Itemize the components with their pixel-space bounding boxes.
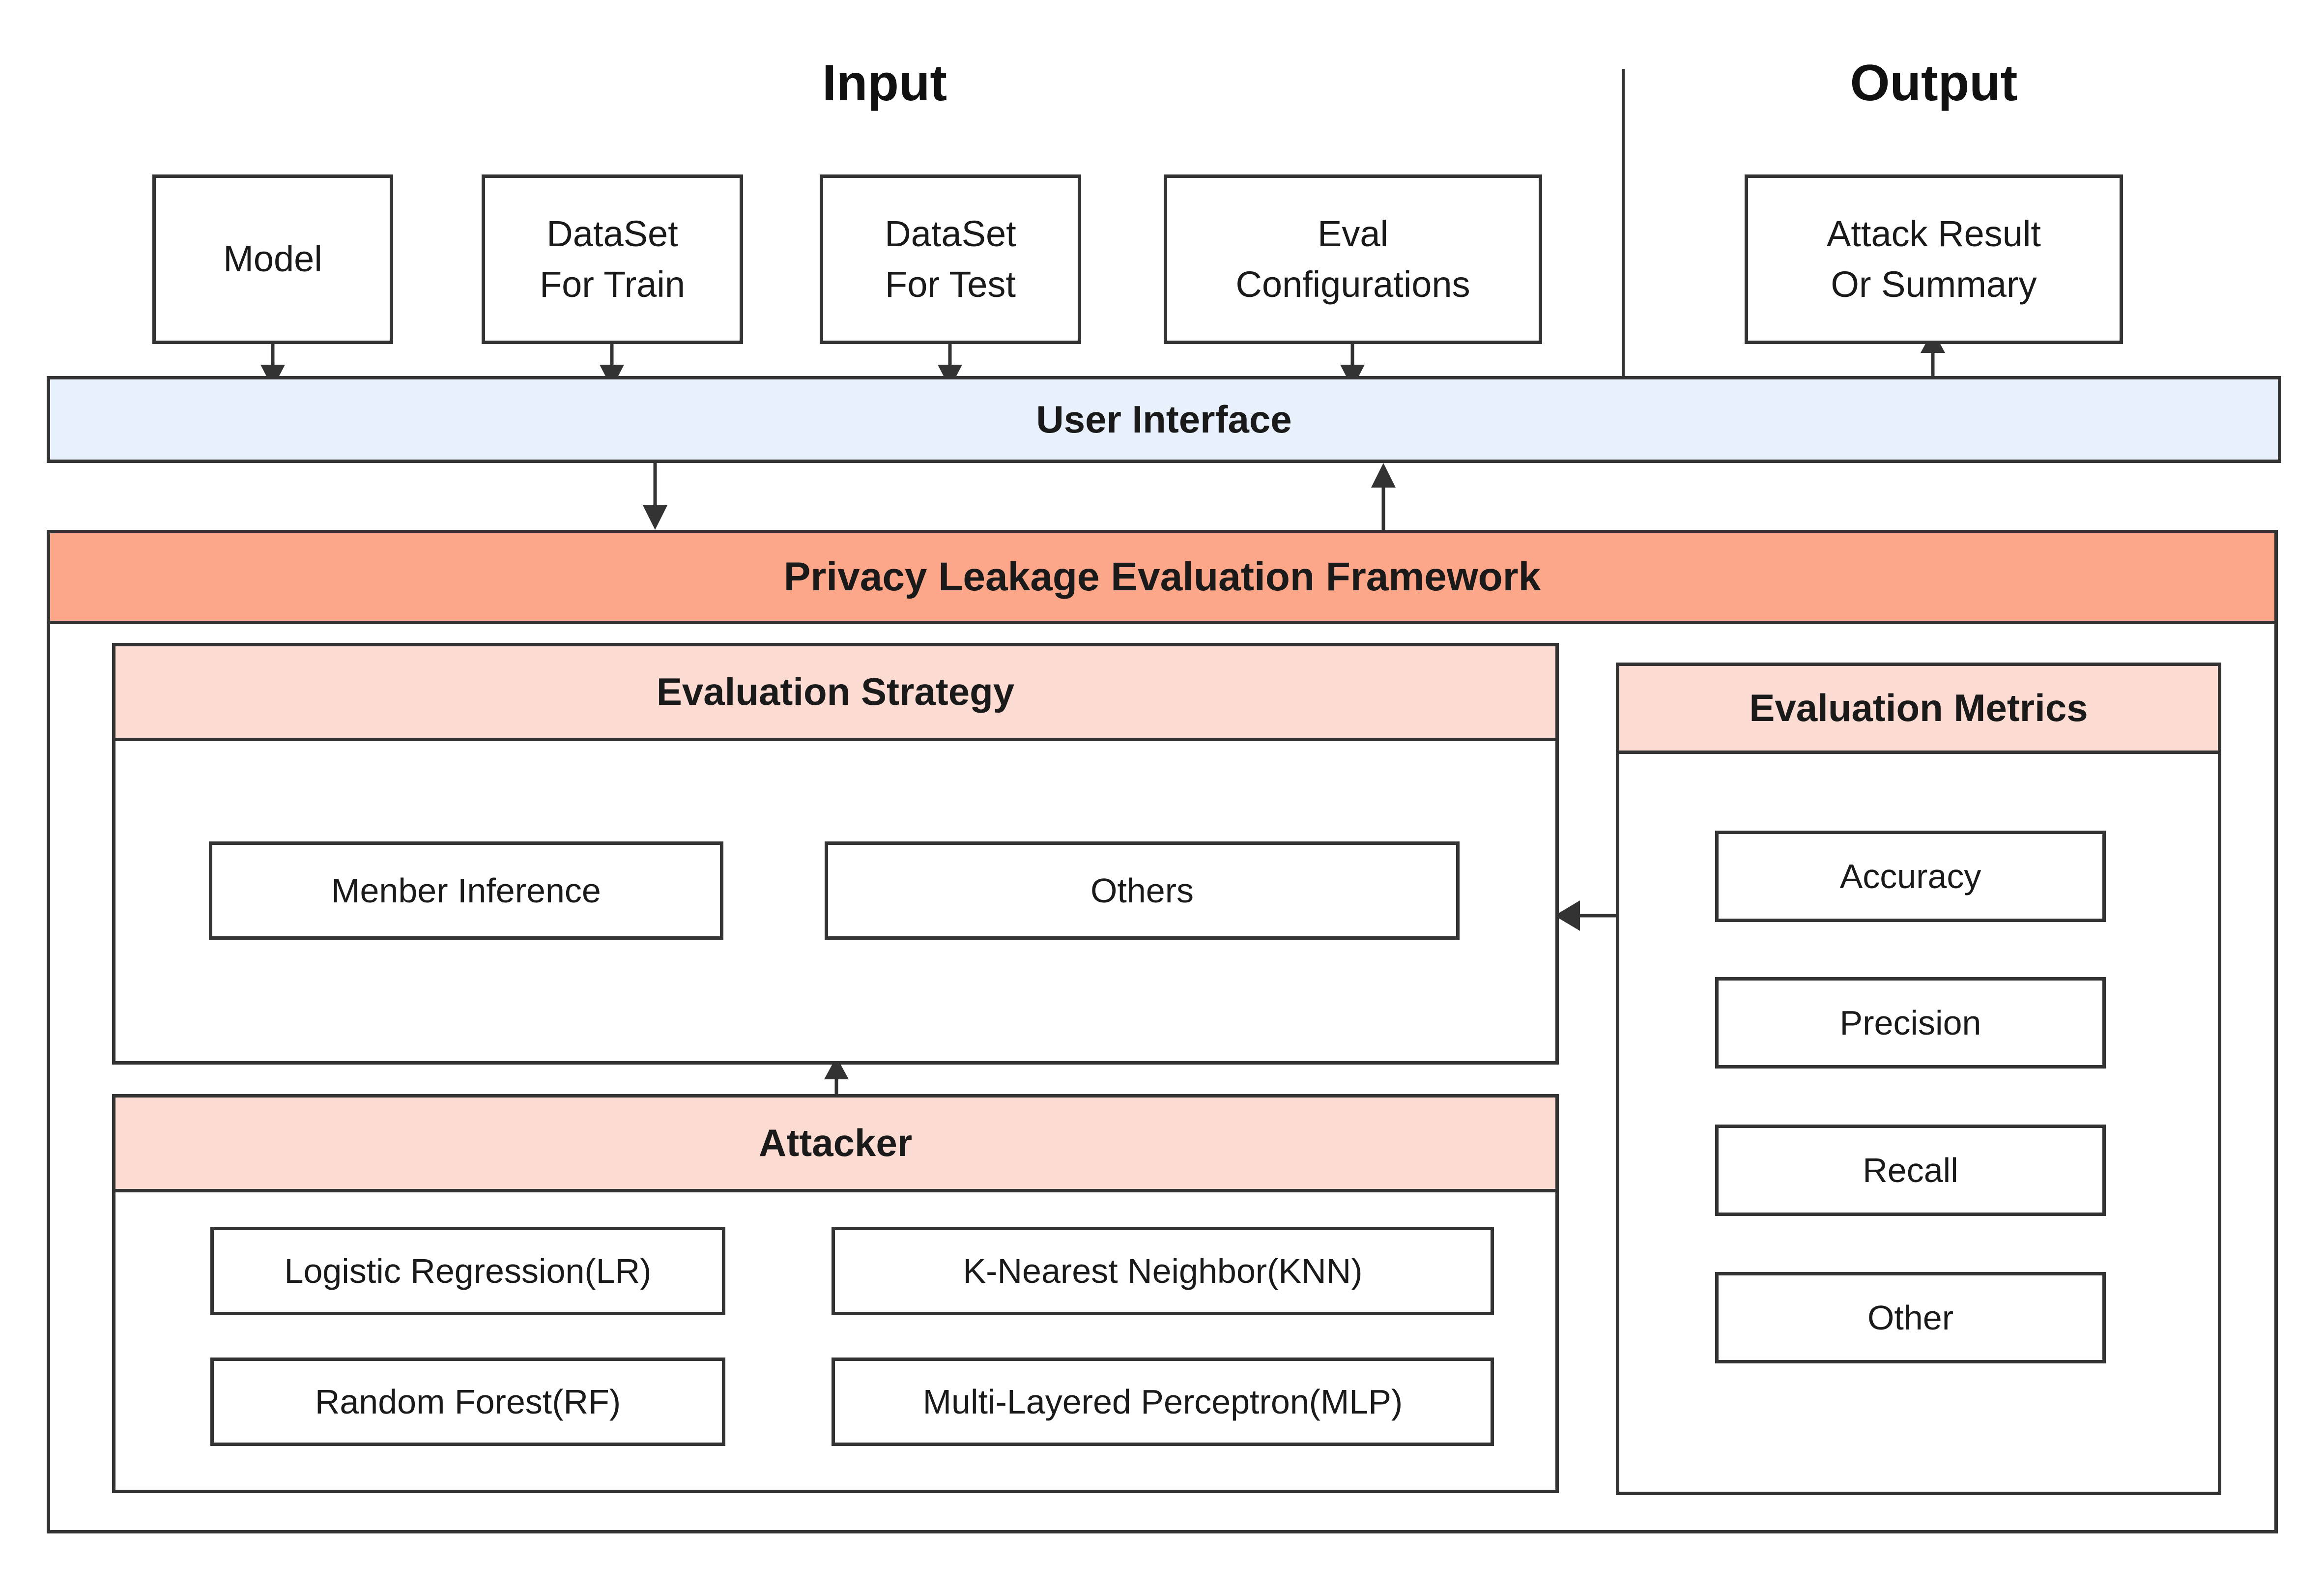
attacker-item-knn[interactable]: K-Nearest Neighbor(KNN) (832, 1227, 1494, 1315)
framework-band[interactable]: Privacy Leakage Evaluation Framework (47, 530, 2278, 624)
input-box-dataset-train-line2: For Train (539, 263, 686, 305)
user-interface-band[interactable]: User Interface (47, 376, 2281, 463)
input-box-model-label: Model (223, 238, 322, 280)
input-section-title: Input (822, 55, 947, 112)
attacker-item-logistic-regression[interactable]: Logistic Regression(LR) (210, 1227, 725, 1315)
arrow-ui-to-framework (643, 463, 667, 530)
evaluation-metrics-label: Evaluation Metrics (1749, 686, 2088, 730)
input-box-eval-configurations[interactable]: Eval Configurations (1164, 174, 1542, 344)
metric-item-precision-label: Precision (1839, 1003, 1981, 1042)
input-box-eval-configurations-line2: Configurations (1235, 263, 1470, 305)
strategy-item-others[interactable]: Others (825, 841, 1460, 940)
attacker-item-random-forest[interactable]: Random Forest(RF) (210, 1358, 725, 1446)
output-section-title: Output (1850, 55, 2018, 112)
metric-item-accuracy[interactable]: Accuracy (1715, 831, 2106, 922)
input-box-eval-configurations-line1: Eval (1318, 213, 1388, 255)
metric-item-other[interactable]: Other (1715, 1272, 2106, 1363)
attacker-item-knn-label: K-Nearest Neighbor(KNN) (963, 1251, 1363, 1290)
evaluation-strategy-label: Evaluation Strategy (656, 670, 1015, 714)
strategy-item-menber-inference-label: Menber Inference (331, 871, 601, 910)
metric-item-other-label: Other (1867, 1298, 1954, 1337)
output-box-attack-result-line2: Or Summary (1831, 263, 2037, 305)
metric-item-precision[interactable]: Precision (1715, 977, 2106, 1069)
input-box-dataset-test-line1: DataSet (885, 213, 1016, 255)
arrow-framework-to-ui (1371, 463, 1396, 530)
evaluation-metrics-band[interactable]: Evaluation Metrics (1616, 663, 2221, 754)
attacker-item-mlp[interactable]: Multi-Layered Perceptron(MLP) (832, 1358, 1494, 1446)
metric-item-accuracy-label: Accuracy (1839, 857, 1981, 896)
input-box-dataset-test[interactable]: DataSet For Test (820, 174, 1081, 344)
strategy-item-menber-inference[interactable]: Menber Inference (209, 841, 723, 940)
attacker-item-random-forest-label: Random Forest(RF) (315, 1382, 621, 1421)
metric-item-recall-label: Recall (1863, 1151, 1958, 1189)
user-interface-label: User Interface (1036, 397, 1292, 441)
input-box-dataset-test-line2: For Test (885, 263, 1016, 305)
framework-label: Privacy Leakage Evaluation Framework (783, 554, 1541, 600)
attacker-item-logistic-regression-label: Logistic Regression(LR) (284, 1251, 652, 1290)
output-box-attack-result[interactable]: Attack Result Or Summary (1745, 174, 2123, 344)
arrow-metrics-to-strategy (1554, 900, 1616, 931)
evaluation-metrics-shell (1616, 663, 2221, 1495)
attacker-item-mlp-label: Multi-Layered Perceptron(MLP) (922, 1382, 1403, 1421)
attacker-band[interactable]: Attacker (112, 1094, 1559, 1192)
evaluation-strategy-band[interactable]: Evaluation Strategy (112, 643, 1559, 741)
input-box-dataset-train-line1: DataSet (546, 213, 678, 255)
input-box-dataset-train[interactable]: DataSet For Train (482, 174, 743, 344)
input-box-model[interactable]: Model (152, 174, 393, 344)
attacker-label: Attacker (758, 1121, 913, 1165)
input-output-divider (1622, 69, 1625, 377)
output-box-attack-result-line1: Attack Result (1827, 213, 2041, 255)
arrow-attacker-to-strategy (824, 1057, 849, 1094)
strategy-item-others-label: Others (1090, 871, 1194, 910)
metric-item-recall[interactable]: Recall (1715, 1125, 2106, 1216)
